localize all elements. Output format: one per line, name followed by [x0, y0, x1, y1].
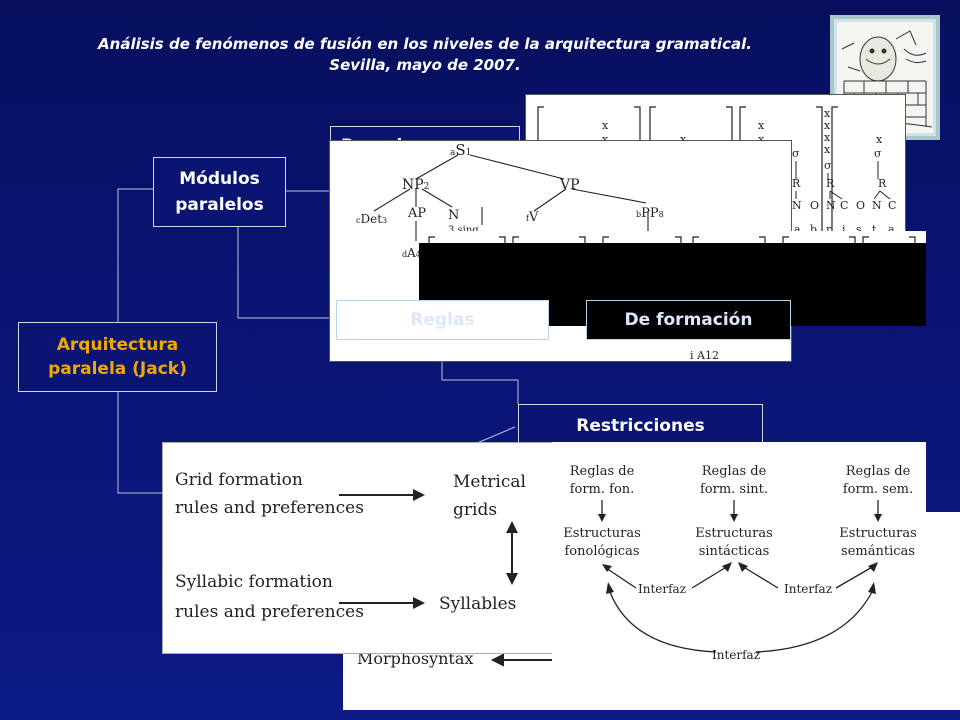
de-formacion-box[interactable]: De formación: [586, 300, 791, 340]
restricciones-box[interactable]: Restricciones: [518, 404, 763, 448]
tree-vp: VP: [559, 177, 580, 193]
reglas-fon-line-2: form. fon.: [570, 482, 635, 497]
bracket-notation-drawing: [428, 236, 916, 251]
estr-sem-line-2: semánticas: [841, 544, 915, 559]
reglas-sem-line-1: Reglas de: [846, 464, 911, 479]
arquitectura-paralela-box[interactable]: Arquitectura paralela (Jack): [18, 322, 217, 392]
svg-text:x: x: [758, 119, 765, 132]
svg-text:NP2: NP2: [402, 177, 429, 193]
arrow-up-icon: [506, 521, 518, 533]
svg-text:dA4: dA4: [402, 246, 421, 260]
estr-fon-line-2: fonológicas: [564, 544, 639, 559]
estr-fon-line-1: Estructuras: [563, 526, 641, 541]
arrow-right-icon: [413, 489, 425, 501]
svg-text:fV: fV: [526, 210, 539, 225]
svg-text:r: r: [826, 223, 832, 236]
svg-text:bPP8: bPP8: [636, 206, 664, 221]
svg-text:R: R: [826, 177, 835, 190]
svg-text:s: s: [856, 223, 862, 236]
svg-text:O: O: [856, 199, 865, 212]
svg-text:R: R: [878, 177, 887, 190]
rules-prefs-label-2: rules and preferences: [175, 602, 364, 622]
svg-text:x: x: [876, 133, 883, 146]
reglas-sint-line-1: Reglas de: [702, 464, 767, 479]
svg-text:cDet3: cDet3: [356, 212, 387, 226]
arrow-right-icon: [413, 597, 425, 609]
page-title: Análisis de fenómenos de fusión en los n…: [30, 34, 820, 76]
svg-text:σ: σ: [874, 147, 882, 160]
svg-text:x: x: [824, 119, 831, 132]
svg-text:x: x: [602, 119, 609, 132]
tree-s: S: [455, 141, 465, 159]
svg-text:x: x: [680, 133, 687, 146]
modulos-line-1: Módulos: [179, 169, 260, 189]
tree-v: V: [528, 210, 539, 225]
reglas-fon-line-1: Reglas de: [570, 464, 635, 479]
grids-label: grids: [453, 500, 497, 520]
title-line-2: Sevilla, mayo de 2007.: [329, 56, 521, 74]
svg-text:a: a: [888, 223, 895, 236]
metrical-label: Metrical: [453, 472, 526, 492]
syntax-tree-drawing: aS1 NP2 VP cDet3 AP N 3 sing fV bPP8 dA4…: [356, 141, 719, 361]
svg-text:x: x: [824, 143, 831, 156]
arq-line-1: Arquitectura: [56, 335, 179, 355]
interfaz-bottom-label: Interfaz: [712, 648, 760, 662]
svg-text:C: C: [840, 199, 848, 212]
syllabic-formation-label: Syllabic formation: [175, 572, 333, 592]
tree-ap: AP: [407, 206, 426, 221]
svg-text:O: O: [810, 199, 819, 212]
svg-text:i A12: i A12: [690, 349, 719, 361]
svg-text:b: b: [810, 223, 817, 236]
arq-line-2: paralela (Jack): [48, 359, 187, 379]
title-line-1: Análisis de fenómenos de fusión en los n…: [98, 35, 752, 53]
rules-prefs-label-1: rules and preferences: [175, 498, 364, 518]
svg-text:N: N: [792, 199, 802, 212]
reglas-box[interactable]: Reglas: [336, 300, 549, 340]
svg-text:σ: σ: [792, 147, 800, 160]
reglas-sem-line-2: form. sem.: [843, 482, 913, 497]
modulos-line-2: paralelos: [175, 195, 264, 215]
modulos-paralelos-box[interactable]: Módulos paralelos: [153, 157, 286, 227]
tree-det: Det: [360, 212, 382, 226]
grid-formation-figure: Grid formation rules and preferences Met…: [162, 442, 568, 654]
estr-sem-line-1: Estructuras: [839, 526, 917, 541]
interfaz-right-label: Interfaz: [784, 582, 832, 596]
svg-text:R: R: [792, 177, 801, 190]
restricciones-label: Restricciones: [576, 416, 705, 436]
estr-sint-line-1: Estructuras: [695, 526, 773, 541]
svg-text:x: x: [824, 107, 831, 120]
svg-text:x: x: [824, 131, 831, 144]
reglas-sint-line-2: form. sint.: [700, 482, 768, 497]
svg-text:a: a: [794, 223, 801, 236]
tree-sing: 3 sing: [448, 225, 479, 236]
tree-a: A: [406, 246, 416, 260]
reglas-label: Reglas: [410, 310, 475, 330]
svg-text:x: x: [602, 133, 609, 146]
svg-text:N: N: [872, 199, 882, 212]
tree-pp: PP: [641, 206, 659, 221]
svg-text:t: t: [872, 223, 877, 236]
tree-n: N: [448, 208, 459, 223]
svg-text:C: C: [888, 199, 896, 212]
svg-text:i: i: [842, 223, 846, 236]
interfaz-left-label: Interfaz: [638, 582, 686, 596]
parallel-architecture-figure: Reglas de form. fon. Reglas de form. sin…: [552, 442, 926, 668]
grid-formation-label: Grid formation: [175, 470, 303, 490]
svg-text:aS1: aS1: [450, 141, 471, 159]
estr-sint-line-2: sintácticas: [699, 544, 770, 559]
grid-formation-drawing: Grid formation rules and preferences Met…: [175, 470, 526, 622]
syllables-label: Syllables: [439, 594, 516, 614]
svg-text:x: x: [758, 133, 765, 146]
parallel-architecture-drawing: Reglas de form. fon. Reglas de form. sin…: [563, 464, 917, 662]
tree-np: NP: [402, 177, 424, 193]
svg-text:σ: σ: [824, 159, 832, 172]
arrow-down-icon: [506, 573, 518, 585]
svg-text:N: N: [826, 199, 836, 212]
de-formacion-label: De formación: [624, 310, 753, 330]
